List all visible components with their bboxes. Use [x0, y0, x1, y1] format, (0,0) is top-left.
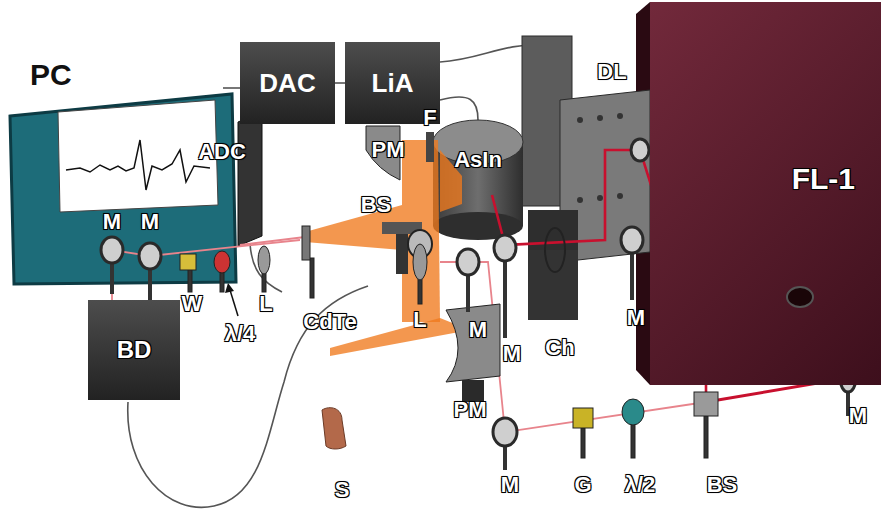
node-label: DAC: [259, 69, 315, 98]
part-label: BS: [707, 473, 738, 497]
part-label: M: [501, 473, 519, 497]
optic-post: [180, 226, 427, 304]
part-label: AsIn: [454, 148, 502, 172]
laser-box: FL-1: [650, 2, 881, 385]
part-label: DL: [597, 60, 626, 84]
part-label: L: [413, 308, 426, 332]
part-label: L: [259, 292, 272, 316]
part-label: PM: [454, 398, 487, 422]
part-label: Ch: [545, 336, 574, 360]
part-label: CdTe: [303, 310, 356, 334]
part-label: M: [103, 210, 121, 234]
bottom-optics: [573, 392, 718, 458]
part-label: ADC: [198, 140, 246, 164]
node-label: LiA: [372, 69, 414, 98]
part-label: G: [574, 473, 591, 497]
adc-panel: [238, 112, 262, 246]
emitter-cylinder: [433, 120, 523, 240]
filter: [426, 132, 434, 162]
part-label: λ/4: [225, 322, 256, 346]
part-label: F: [423, 106, 436, 130]
part-label: M: [627, 306, 645, 330]
part-label: M: [849, 404, 867, 428]
chopper: [528, 228, 578, 320]
part-label: M: [469, 318, 487, 342]
laptop-screen: [10, 94, 236, 284]
laser-aperture: [786, 286, 814, 308]
sample: [322, 408, 346, 449]
signal-cable: [223, 87, 240, 89]
part-label: PM: [372, 138, 405, 162]
part-label: W: [182, 292, 203, 316]
part-label: BS: [361, 193, 392, 217]
part-label: λ/2: [625, 473, 656, 497]
part-label: S: [335, 478, 350, 502]
node-label: PC: [30, 58, 72, 91]
part-label: M: [141, 210, 159, 234]
delay-line: [522, 36, 650, 262]
detector-box: BD: [88, 300, 180, 400]
instrument-box: DAC: [240, 42, 335, 124]
part-label: M: [503, 342, 521, 366]
pointer-arrow: [225, 283, 238, 316]
signal-cable: [335, 82, 345, 84]
node-label: BD: [117, 337, 152, 363]
node-label: FL-1: [792, 162, 855, 195]
computer: PC: [8, 52, 223, 284]
